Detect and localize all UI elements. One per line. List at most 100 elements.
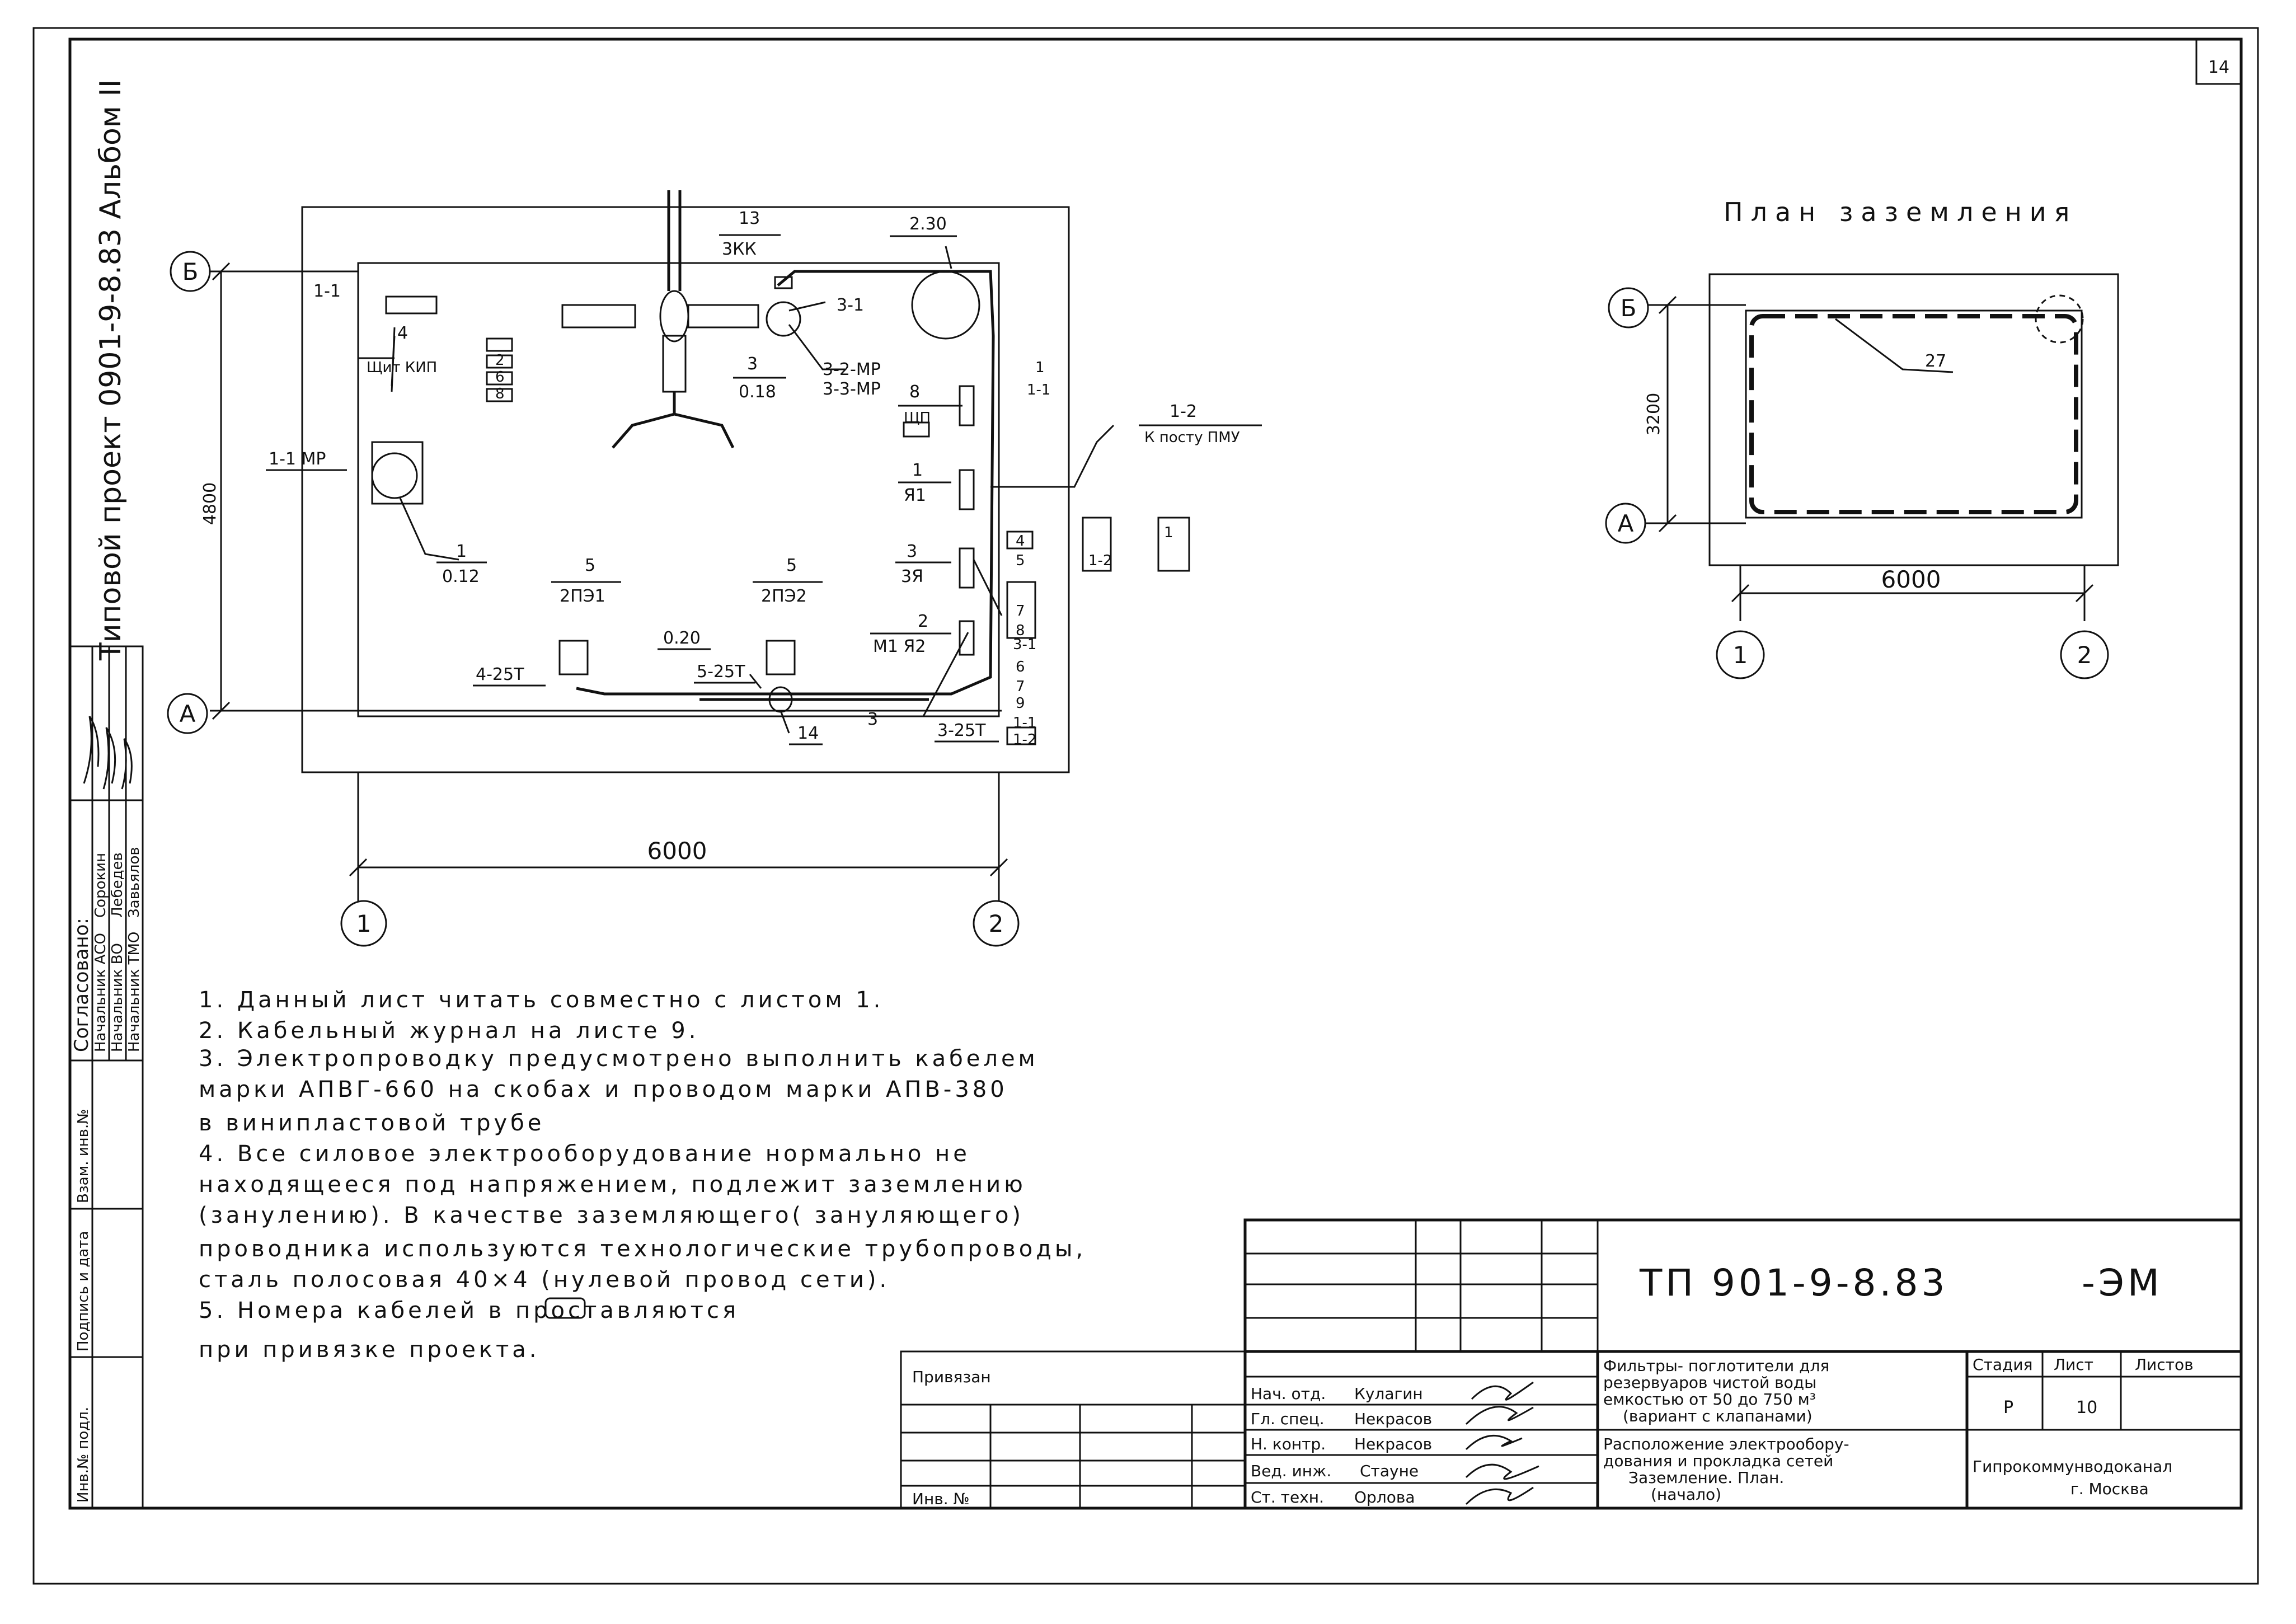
desc2-line-3: Заземление. План. (1628, 1468, 1784, 1487)
axis-1-label: 1 (356, 910, 372, 937)
sheet-value: 10 (2076, 1398, 2097, 1418)
main-plan: Б А 1 2 6000 4800 (167, 190, 1262, 947)
tag-1-b: 1 (1035, 359, 1045, 376)
label-1-1-mp: 1-1 МР (269, 449, 326, 469)
tag-8: 8 (495, 386, 505, 402)
axis-1-bubble (340, 900, 387, 947)
label-1-1: 1-1 (313, 281, 341, 301)
label-5-25t: 5-25Т (697, 662, 745, 682)
desc1-line-4: (вариант с клапанами) (1623, 1407, 1813, 1425)
tag-6b: 6 (1016, 659, 1025, 675)
note-line-4: марки АПВГ-660 на скобах и проводом марк… (199, 1077, 1008, 1102)
title-block: ТП 901-9-8.83 -ЭМ Привязан Инв. № Нач. о… (900, 1218, 2243, 1510)
signature-2 (102, 727, 116, 790)
signature-1 (83, 716, 100, 784)
org-city: г. Москва (2070, 1480, 2149, 1498)
equipment-tank (911, 270, 980, 340)
tag-7b: 7 (1016, 678, 1025, 695)
tag-1-2: 1-2 (1013, 731, 1036, 748)
name-5: Орлова (1354, 1488, 1415, 1506)
label-2pe2: 2ПЭ2 (761, 586, 807, 606)
note-line-8: (занулению). В качестве заземляющего( за… (199, 1203, 1024, 1228)
label-14: 14 (797, 724, 819, 743)
equipment-2pe1 (558, 640, 589, 675)
desc1-line-3: емкостью от 50 до 750 м³ (1603, 1390, 1816, 1409)
tag-1-2b: 1-2 (1088, 552, 1112, 569)
grounding-axis-2: 2 (2077, 641, 2092, 669)
equipment-kip-panel (385, 295, 438, 315)
grounding-dim-width: 6000 (1881, 566, 1941, 593)
grounding-loop (1749, 314, 2078, 514)
label-3b: 3 (867, 710, 878, 729)
label-3-2-mp: 3-2-МР (823, 360, 881, 379)
inv-label: Инв. № (912, 1490, 970, 1508)
label-13: 13 (739, 209, 760, 228)
grounding-plan: План заземления Б А 1 2 6000 3200 27 (1605, 197, 2119, 679)
label-ya1: Я1 (904, 486, 926, 505)
approval-name-3: Завьялов (126, 847, 143, 918)
equipment-2pe2 (766, 640, 796, 675)
tag-1-1b: 1-1 (1013, 715, 1036, 731)
note-line-6: 4. Все силовое электрооборудование норма… (199, 1141, 970, 1167)
label-0-18: 0.18 (739, 382, 776, 402)
axis-b-label: Б (182, 258, 199, 285)
notes: 1. Данный лист читать совместно с листом… (199, 987, 1083, 1363)
note-line-2: 2. Кабельный журнал на листе 9. (199, 1018, 699, 1044)
approval-header: Согласовано: (71, 918, 93, 1052)
desc2-line-4: (начало) (1651, 1485, 1721, 1504)
tb-signature-5 (1465, 1486, 1534, 1505)
axis-a-label: А (180, 700, 196, 727)
label-3-25t: 3-25Т (937, 721, 986, 740)
label-0-12: 0.12 (442, 567, 480, 586)
tag-1-1: 1-1 (1027, 382, 1050, 398)
grounding-inner (1745, 309, 2083, 519)
label-4-25t: 4-25Т (476, 665, 524, 684)
approval-name-2: Лебедев (109, 852, 126, 918)
left-stamp: Взам. инв.№ Подпись и дата Инв.№ подл. (69, 1059, 144, 1509)
grounding-title: План заземления (1724, 197, 2077, 227)
stamp-original-inv: Инв.№ подл. (75, 1407, 92, 1503)
axis-2-bubble (973, 900, 1020, 947)
grounding-leader-27: 27 (1925, 351, 1946, 371)
note-line-1: 1. Данный лист читать совместно с листом… (199, 987, 884, 1013)
org-name: Гипрокоммунводоканал (1973, 1457, 2172, 1476)
approval-role-2: Начальник ВО (109, 943, 126, 1052)
tb-signature-1 (1471, 1381, 1534, 1401)
note-line-7: находящееся под напряжением, подлежит за… (199, 1172, 1026, 1198)
approval-role-1: Начальник АСО (92, 933, 109, 1052)
label-2: 2 (918, 612, 928, 631)
plan-dim-width: 6000 (647, 837, 707, 865)
axis-a-bubble (167, 693, 208, 734)
stamp-signature-date: Подпись и дата (75, 1231, 92, 1351)
equipment-3kk (766, 301, 801, 337)
tag-9: 9 (1016, 695, 1025, 712)
stage-value: Р (2003, 1398, 2013, 1418)
corner-sheet-box (2195, 38, 2242, 85)
approval-role-3: Начальник ТМО (126, 932, 143, 1052)
note-line-5: в винипластовой трубе (199, 1110, 544, 1136)
label-3-3-mp: 3-3-МР (823, 379, 881, 399)
desc1-line-1: Фильтры- поглотители для (1603, 1357, 1829, 1375)
plan-dim-height: 4800 (200, 482, 220, 525)
grounding-outer (1708, 273, 2119, 566)
role-5: Ст. техн. (1251, 1488, 1324, 1506)
outer-frame (32, 27, 2259, 1585)
stage-label: Стадия (1973, 1355, 2032, 1374)
role-4: Вед. инж. (1251, 1462, 1331, 1480)
label-2pe1: 2ПЭ1 (560, 586, 605, 606)
tb-signature-4 (1465, 1463, 1539, 1480)
label-shit-kip: Щит КИП (367, 359, 437, 376)
note-line-11: 5. Номера кабелей в проставляются (199, 1298, 739, 1323)
grounding-dim-height: 3200 (1644, 393, 1664, 435)
label-5b: 5 (786, 556, 797, 575)
plan-outer-wall (301, 206, 1070, 773)
stamp-replace-inv: Взам. инв.№ (75, 1109, 92, 1203)
axis-b-bubble (170, 251, 211, 292)
axis-2-label: 2 (989, 910, 1004, 937)
cable-number-box (544, 1297, 586, 1319)
project-spine: Типовой проект 0901-9-8.83 Альбом II (94, 79, 128, 661)
label-shp: ЩП (904, 410, 931, 426)
corner-sheet-number: 14 (2208, 58, 2229, 77)
tag-3-1: 3-1 (1013, 636, 1036, 653)
